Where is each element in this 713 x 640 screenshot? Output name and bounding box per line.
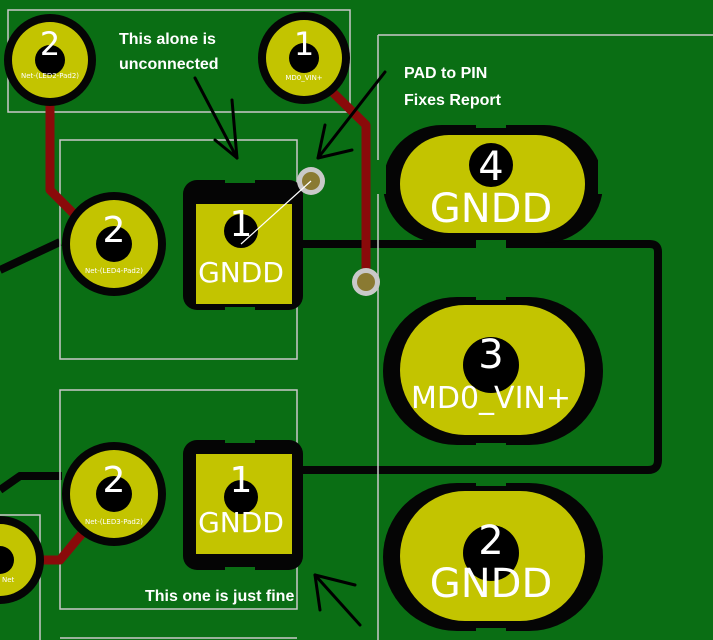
arrow-pad-to-pin: [316, 70, 387, 160]
pad-net-label: Net-(LED2-Pad2): [21, 72, 79, 80]
arrow-unconnected: [193, 76, 239, 160]
pad-number: 3: [478, 332, 503, 378]
drill: [289, 43, 319, 73]
spoke: [476, 443, 506, 453]
spoke: [476, 118, 506, 128]
drill: [224, 214, 258, 248]
arrow-just-fine: [313, 573, 362, 627]
pad-number: 2: [103, 460, 126, 501]
arrow-unconnected-head: [213, 98, 239, 160]
pad-net-label: GNDD: [430, 561, 553, 607]
pad-net-label: GNDD: [430, 186, 553, 232]
spoke: [225, 307, 255, 317]
pad-number: 1: [230, 460, 253, 501]
drill: [96, 476, 132, 512]
pad-number: 1: [294, 25, 314, 63]
arrow-just-fine-head: [313, 573, 357, 612]
pad-labels: 2 Net-(LED2-Pad2) 1 MD0_VIN+ 2 Net-(LED4…: [2, 25, 571, 607]
spoke: [225, 567, 255, 577]
spoke: [225, 433, 255, 443]
round-pads: [0, 12, 350, 604]
note-pad-to-pin-line1: PAD to PIN: [404, 65, 487, 82]
ratsnest-line: [240, 180, 312, 245]
drill: [96, 226, 132, 262]
spoke: [476, 240, 506, 250]
drill: [0, 546, 14, 574]
drill: [224, 480, 258, 514]
note-just-fine: This one is just fine: [145, 588, 294, 605]
pad-net-label: Net-(LED4-Pad2): [85, 267, 143, 275]
drill: [35, 45, 65, 75]
zone-edge-upper: [0, 238, 62, 274]
spoke: [476, 290, 506, 300]
drill-pad3: [463, 337, 519, 393]
outline-partial-left: [0, 514, 41, 640]
zone-outline-right: [300, 240, 662, 474]
annotations: This alone is unconnected PAD to PIN Fix…: [119, 31, 502, 605]
pad-net-label: MD0_VIN+: [285, 74, 322, 82]
arrow-pad-to-pin-head: [316, 123, 354, 160]
pad-net-label: MD0_VIN+: [411, 381, 571, 416]
note-pad-to-pin-line2: Fixes Report: [404, 92, 502, 109]
pad-number: 2: [40, 25, 60, 63]
note-unconnected-line2: unconnected: [119, 56, 219, 73]
annotation-arrows: [193, 70, 387, 627]
drill-pad4: [469, 143, 513, 187]
spoke: [476, 476, 506, 486]
connector-pads: [400, 135, 585, 621]
pad-net-label: Net-(LED3-Pad2): [85, 518, 143, 526]
pad-net-label: GNDD: [198, 256, 284, 289]
pad-number: 1: [230, 204, 253, 245]
square-pads: [196, 204, 292, 554]
pad-partial-left: [0, 524, 36, 596]
pad-number: 2: [478, 518, 503, 564]
spoke: [476, 628, 506, 638]
pad-net-label: GNDD: [198, 506, 284, 539]
pad-number: 2: [103, 210, 126, 251]
spoke: [376, 160, 386, 194]
via-2: [357, 273, 375, 291]
spoke: [225, 173, 255, 183]
pad-net-label: Net: [2, 576, 15, 584]
spoke: [598, 160, 608, 194]
pad-number: 4: [478, 144, 503, 190]
thermal-spokes: [225, 118, 608, 638]
drill-pad2: [463, 525, 519, 581]
note-unconnected-line1: This alone is: [119, 31, 216, 48]
copper-zone-clearances: [0, 238, 662, 494]
zone-edge-lower: [0, 472, 62, 494]
